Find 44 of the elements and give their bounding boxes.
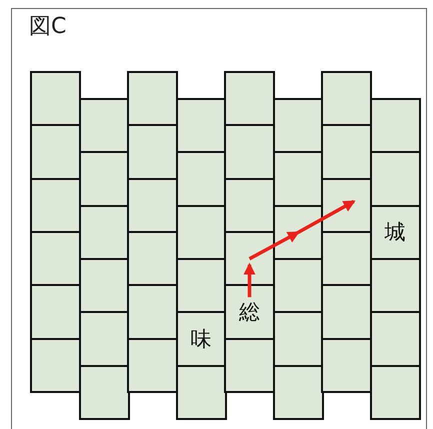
arrow	[248, 230, 300, 260]
grid-cell	[127, 71, 178, 127]
grid-cell	[370, 364, 420, 420]
grid-cell	[224, 71, 275, 127]
figure-title: 図C	[29, 16, 66, 38]
grid-cell	[370, 151, 420, 208]
grid-cell	[30, 178, 81, 234]
grid-cell	[321, 71, 372, 127]
grid-cell	[78, 364, 130, 420]
grid-cell	[30, 230, 81, 287]
grid-cell	[272, 311, 324, 367]
grid-cell	[272, 364, 324, 420]
grid-cell	[176, 364, 226, 420]
grid-cell	[127, 178, 178, 234]
grid-cell	[224, 284, 275, 340]
cell-character: 総	[239, 302, 260, 323]
grid-cell	[127, 124, 178, 180]
grid-cell	[127, 338, 178, 394]
grid-cell	[78, 151, 130, 208]
grid-cell	[30, 71, 81, 127]
grid-cell	[224, 338, 275, 394]
grid-cell	[272, 151, 324, 208]
grid-cell	[321, 284, 372, 340]
grid-cell	[127, 230, 178, 287]
grid-cell	[224, 178, 275, 234]
arrow	[244, 262, 256, 298]
grid-cell	[30, 338, 81, 394]
grid-cell	[30, 124, 81, 180]
grid-cell	[176, 311, 226, 367]
grid-cell	[321, 338, 372, 394]
grid-cell	[321, 124, 372, 180]
grid-cell	[78, 311, 130, 367]
cell-character: 城	[384, 222, 406, 243]
grid-cell	[224, 124, 275, 180]
arrow	[297, 200, 356, 234]
grid-cell	[370, 204, 420, 260]
grid-cell	[30, 284, 81, 340]
grid-cell	[370, 98, 420, 154]
grid-cell	[370, 311, 420, 367]
grid-cell	[370, 258, 420, 314]
cell-character: 味	[190, 328, 212, 350]
grid-cell	[176, 151, 226, 208]
grid-cell	[321, 230, 372, 287]
grid-cell	[127, 284, 178, 340]
